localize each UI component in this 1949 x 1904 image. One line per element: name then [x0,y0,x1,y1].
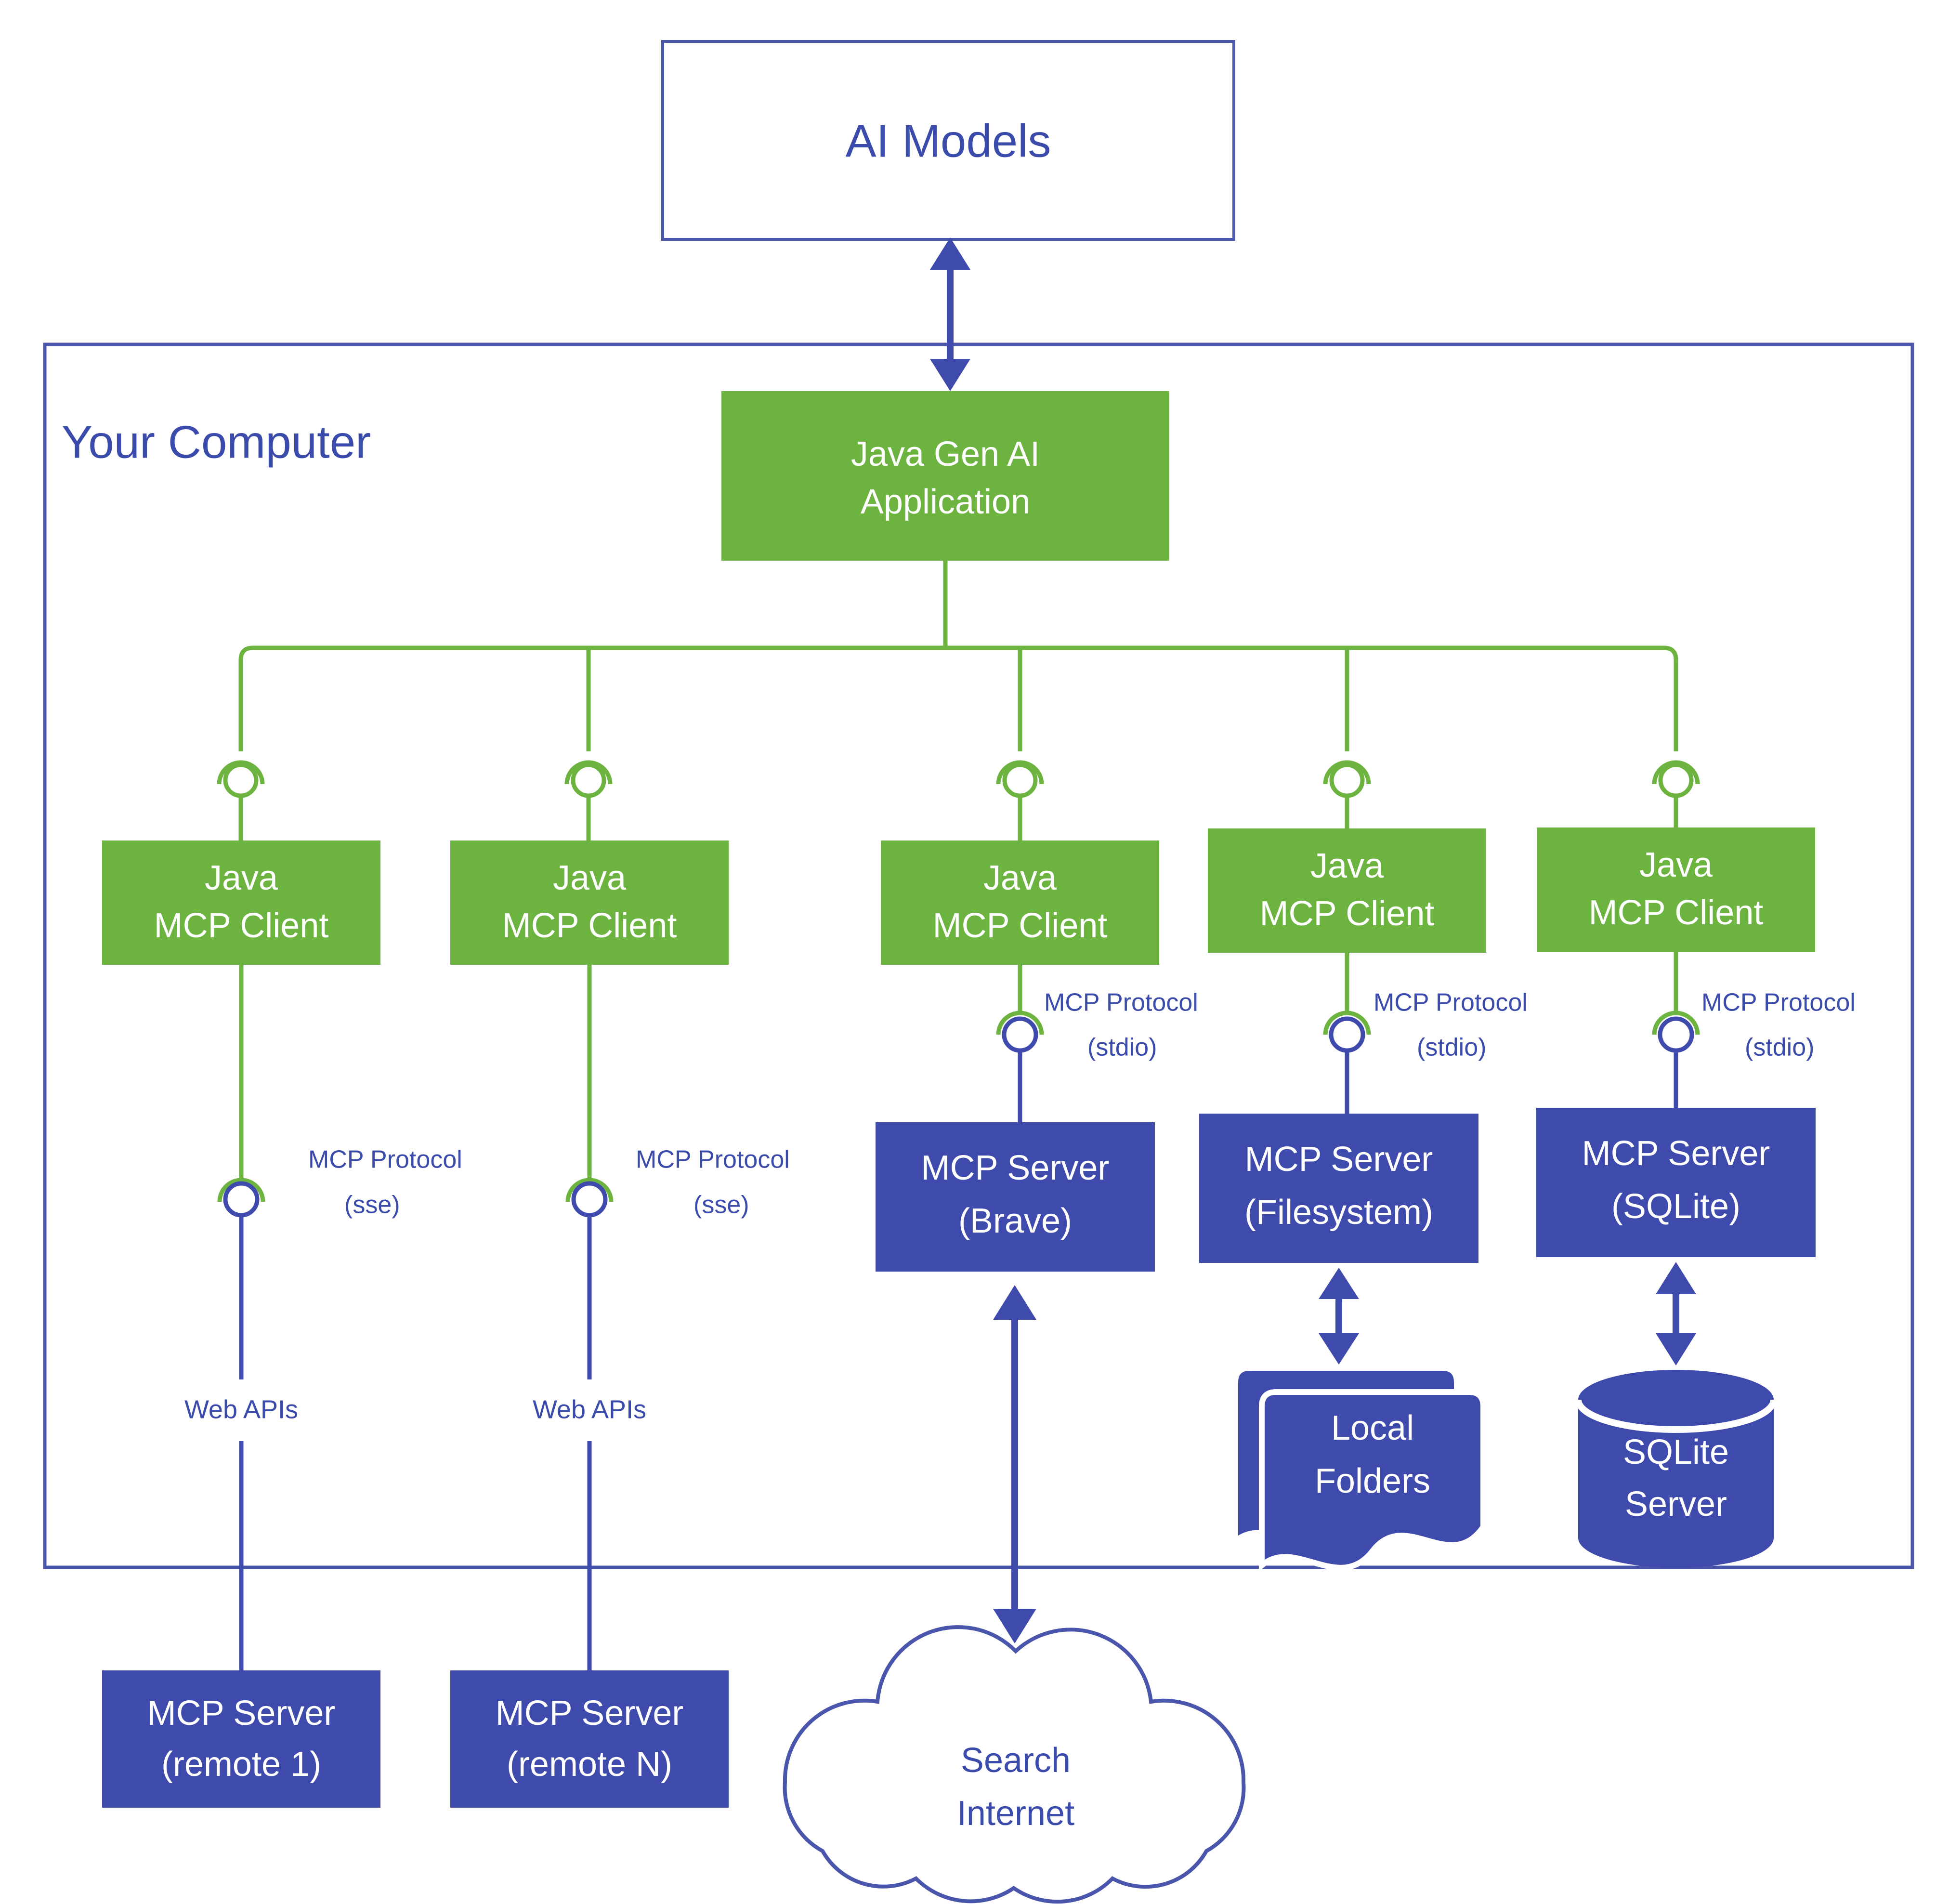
search-internet-line2: Internet [957,1794,1074,1833]
client-socket-5 [1652,760,1700,827]
client-socket-2 [564,760,613,840]
client-2-line1: Java [553,859,627,897]
server-brave-line1: MCP Server [921,1149,1110,1187]
search-internet-line1: Search [961,1741,1071,1780]
protocol-label-1-line1: MCP Protocol [308,1146,462,1174]
sqlite-to-database-arrow [1656,1262,1696,1366]
client-4-line1: Java [1310,847,1384,885]
ai-models-box[interactable] [661,40,1235,241]
local-folders-line2: Folders [1315,1462,1430,1500]
server-filesystem-line1: MCP Server [1245,1140,1433,1179]
java-gen-ai-application-box[interactable] [721,391,1169,561]
brave-to-internet-arrow [993,1285,1036,1643]
protocol-label-5-line2: (stdio) [1745,1034,1814,1062]
client-1-line1: Java [205,859,278,897]
client-1-downlink [217,965,265,1670]
sqlite-database-cylinder[interactable] [1575,1370,1777,1568]
mcp-server-remote-n-box[interactable] [450,1670,729,1808]
java-mcp-client-box-5[interactable] [1537,827,1815,952]
sqlite-server-line2: Server [1625,1485,1727,1523]
remote-n-line1: MCP Server [496,1694,684,1733]
java-mcp-client-box-3[interactable] [881,840,1159,965]
app-label-line2: Application [861,483,1030,521]
your-computer-label: Your Computer [62,416,371,468]
protocol-label-3-line1: MCP Protocol [1044,989,1198,1017]
mcp-server-sqlite-box[interactable] [1536,1108,1816,1257]
client-2-line2: MCP Client [502,906,677,945]
app-to-clients-bus [238,561,1678,751]
protocol-label-4-line1: MCP Protocol [1373,989,1528,1017]
protocol-label-3-line2: (stdio) [1087,1034,1157,1062]
client-socket-4 [1323,760,1371,828]
web-apis-label-1: Web APIs [184,1395,298,1424]
sqlite-server-line1: SQLite [1623,1433,1729,1471]
client-socket-1 [217,760,265,840]
client-3-downlink [996,965,1044,1122]
client-5-line1: Java [1639,846,1713,884]
protocol-label-4-line2: (stdio) [1417,1034,1486,1062]
app-label-line1: Java Gen AI [851,435,1040,473]
server-sqlite-line1: MCP Server [1582,1134,1770,1173]
protocol-label-5-line1: MCP Protocol [1701,989,1856,1017]
search-internet-cloud[interactable] [783,1625,1246,1904]
server-sqlite-line2: (SQLite) [1611,1187,1740,1226]
protocol-label-1-line2: (sse) [344,1191,400,1219]
client-4-line2: MCP Client [1260,894,1435,933]
mcp-server-brave-box[interactable] [876,1122,1155,1272]
java-mcp-client-box-2[interactable] [450,840,729,965]
remote-1-line2: (remote 1) [161,1745,321,1784]
protocol-label-2-line2: (sse) [693,1191,749,1219]
ai-models-label: AI Models [846,115,1051,167]
client-socket-3 [996,760,1044,840]
remote-n-line2: (remote N) [507,1745,672,1784]
java-mcp-client-box-4[interactable] [1208,828,1486,953]
client-3-line1: Java [983,859,1057,897]
remote-1-line1: MCP Server [147,1694,336,1733]
client-5-downlink [1652,952,1700,1122]
local-folders-line1: Local [1331,1409,1414,1447]
client-3-line2: MCP Client [933,906,1108,945]
server-brave-line2: (Brave) [958,1202,1072,1240]
filesystem-to-folders-arrow [1319,1268,1359,1365]
your-computer-boundary [43,342,1914,1569]
mcp-server-filesystem-box[interactable] [1199,1114,1478,1263]
server-filesystem-line2: (Filesystem) [1244,1193,1433,1232]
ai-models-to-app-arrow [930,237,970,391]
mcp-server-remote-1-box[interactable] [102,1670,380,1808]
client-2-downlink [565,965,614,1670]
web-apis-label-2: Web APIs [533,1395,646,1424]
client-1-line2: MCP Client [154,906,329,945]
java-mcp-client-box-1[interactable] [102,840,380,965]
client-4-downlink [1323,953,1371,1122]
client-5-line2: MCP Client [1589,893,1764,932]
protocol-label-2-line1: MCP Protocol [636,1146,790,1174]
